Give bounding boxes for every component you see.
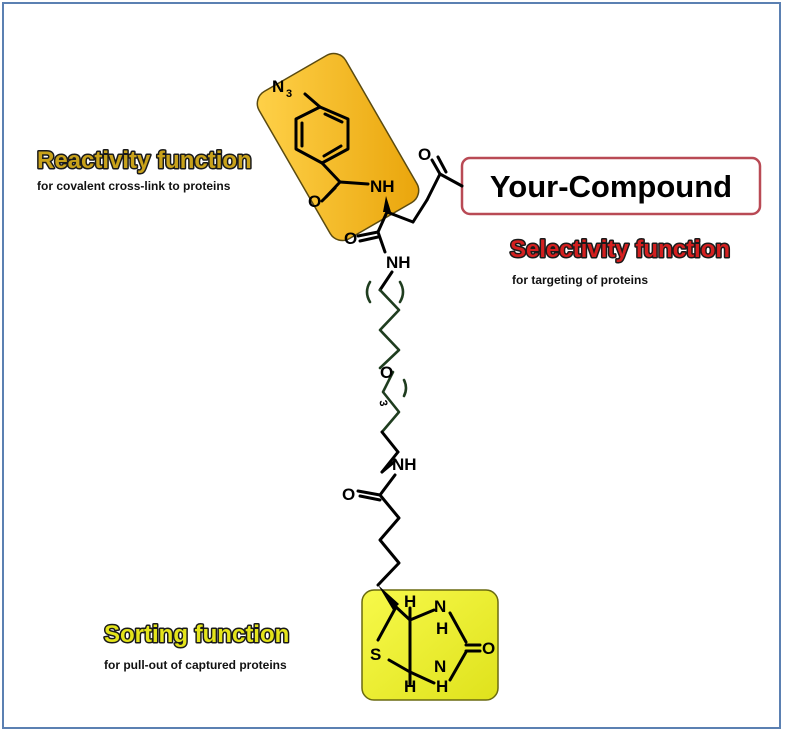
sorting-desc: for pull-out of captured proteins [104,658,287,672]
benzoyl-o-label: O [308,192,321,211]
peg-linker [365,270,408,434]
biotin-h-n-top: H [436,619,448,638]
aryl-carbonyl-bond [320,161,342,184]
biotin-h-top: H [404,592,416,611]
biotin-h-n-bottom: H [436,677,448,696]
amide-nh-3: NH [392,455,417,474]
repeat-index: 3 [376,399,389,407]
azide-subscript: 3 [286,88,292,100]
reactivity-desc: for covalent cross-link to proteins [37,179,231,193]
biotin-s: S [370,645,381,664]
valeric-chain [376,493,401,587]
ether-o: O [380,363,393,382]
amide-o-3: O [342,485,355,504]
sorting-title: Sorting function [104,621,289,648]
stereo-wedge-1 [383,196,391,212]
amide-nh-2: NH [386,253,411,272]
carbonyl-o-top: O [418,145,431,164]
reactivity-title: Reactivity function [37,147,252,174]
selectivity-title: Selectivity function [510,236,730,263]
azide-label: N [272,77,284,96]
azide-bond [303,92,322,109]
biotin-o: O [482,639,495,658]
compound-link-bond [438,172,464,188]
biotin-core [376,585,482,686]
biotin-n-top: N [434,597,446,616]
compound-label: Your-Compound [490,169,732,204]
sorting-highlight-box [361,589,499,701]
selectivity-desc: for targeting of proteins [512,273,648,287]
side-chain-ch2 [411,198,429,224]
biotin-n-bottom: N [434,657,446,676]
amide-o-2: O [344,229,357,248]
amide-nh-1: NH [370,177,395,196]
biotin-h-bottom: H [404,677,416,696]
benzoyl-n-bond [338,180,370,186]
